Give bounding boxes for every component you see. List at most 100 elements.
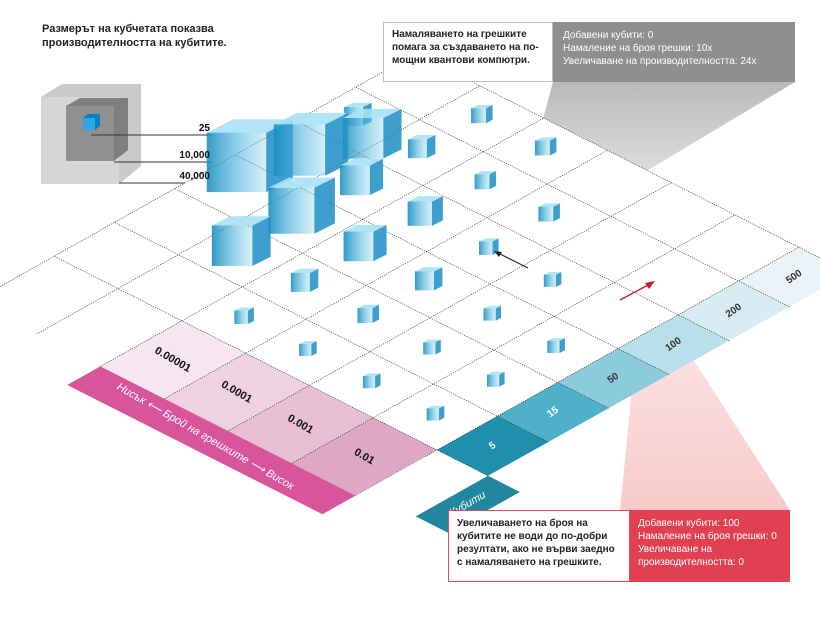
cube-top: [362, 373, 381, 377]
cube-top: [211, 216, 271, 226]
callout-bottom-stats: Добавени кубити: 100 Намаление на броя г…: [630, 510, 790, 582]
grid-line: [54, 255, 489, 477]
grid-line: [0, 53, 417, 287]
cube-side: [247, 307, 254, 325]
cube-side: [499, 371, 505, 387]
cube-side: [438, 405, 445, 421]
cube-top: [357, 304, 379, 309]
cube-top: [299, 341, 317, 344]
grid-line: [295, 120, 730, 341]
cube-side: [311, 341, 317, 356]
grid-line: [355, 246, 799, 496]
cube-side: [549, 137, 557, 156]
cube-side: [495, 305, 502, 321]
stat-error-reduction: Намаление на броя грешки: 0: [638, 531, 777, 542]
cube-top: [534, 137, 557, 141]
callout-top-line: мощни квантови компютри.: [392, 55, 530, 66]
stat-added-qubits: Добавени кубити: 0: [563, 30, 654, 41]
cube-front: [357, 308, 373, 323]
grid-line: [100, 117, 544, 367]
callout-bottom-line: с намаляването на грешките.: [457, 557, 602, 568]
stat-added-qubits: Добавени кубити: 100: [638, 518, 740, 529]
cube-front: [273, 124, 326, 176]
qubit-cell: [437, 416, 549, 476]
legend-value-medium: 10,000: [179, 150, 210, 161]
cube-front: [483, 308, 496, 321]
cube-front: [538, 206, 554, 222]
cube-front: [299, 343, 312, 356]
cube-top: [487, 371, 505, 375]
qubit-cell: [617, 314, 730, 375]
cube-side: [369, 158, 384, 196]
qubit-cell: [738, 247, 820, 307]
cube-top: [471, 105, 493, 109]
callout-bottom-text: Увеличаването на броя на кубитите не вод…: [448, 510, 630, 582]
error-cell: [100, 320, 246, 399]
cube-side: [325, 112, 349, 176]
cube-front: [290, 272, 310, 292]
error-band: [67, 366, 356, 515]
cube-front: [534, 140, 550, 156]
legend-title: Размерът на кубчетата показва производит…: [42, 23, 227, 49]
grid-line: [174, 188, 609, 409]
cube-top: [426, 405, 445, 409]
cube-side: [489, 171, 497, 190]
callout-bottom-line: резултати, ако не върви заедно: [457, 544, 615, 555]
callout-top-line: помага за създаването на по-: [392, 42, 539, 53]
grid-line: [227, 182, 672, 432]
qubit-cell: [678, 281, 790, 341]
cube-top: [483, 305, 502, 309]
cube-side: [252, 216, 271, 266]
cube-top: [547, 338, 565, 341]
cube-top: [423, 339, 441, 343]
error-cell: [228, 385, 374, 464]
cube-top: [206, 119, 293, 133]
grid-line: [234, 154, 670, 375]
qubit-band: [415, 475, 520, 533]
callout-top-text: Намаляването на грешките помага за създа…: [383, 22, 553, 82]
cube-front: [362, 376, 376, 389]
grid-line: [355, 86, 790, 308]
error-cell: [164, 353, 310, 431]
legend-cube-icon: [41, 84, 141, 184]
cube-side: [383, 108, 402, 159]
qubit-cell: [557, 348, 669, 409]
callout-top-line: Намаляването на грешките: [392, 29, 527, 40]
band-corner: [355, 456, 476, 522]
cube-top: [474, 171, 497, 175]
cube-front: [423, 342, 436, 355]
cube-top: [479, 238, 499, 242]
cube-top: [290, 268, 319, 273]
grid-line: [114, 222, 549, 443]
cube-front: [543, 274, 556, 287]
cube-front: [487, 374, 500, 387]
cube-side: [555, 272, 562, 287]
stat-performance: Увеличаване на: [638, 544, 713, 555]
callout-bottom-line: Увеличаването на броя на: [457, 518, 588, 529]
cube-top: [343, 224, 387, 232]
callout-qubit-increase: Увеличаването на броя на кубитите не вод…: [448, 510, 790, 582]
cube-top: [538, 203, 560, 207]
cube-front: [211, 225, 253, 266]
cube-side: [492, 238, 499, 255]
legend-value-small: 25: [198, 123, 210, 134]
cube-top: [234, 307, 254, 311]
stat-performance: Увеличаване на производителността: 24x: [563, 56, 757, 67]
stat-performance: производителността: 0: [638, 557, 745, 568]
cube-top: [273, 112, 349, 125]
cube-side: [431, 196, 443, 226]
error-cell: [291, 417, 437, 496]
cube-front: [342, 118, 384, 159]
cube-top: [415, 267, 443, 272]
cube-front: [268, 187, 315, 234]
cube-front: [343, 231, 374, 262]
cube-top: [342, 108, 402, 118]
cube-front: [471, 108, 486, 124]
cube-side: [375, 373, 381, 389]
grid-line: [36, 85, 480, 335]
cube-top: [407, 196, 443, 202]
cube-front: [407, 201, 432, 226]
cube-front: [426, 408, 439, 421]
cube-side: [373, 224, 387, 262]
